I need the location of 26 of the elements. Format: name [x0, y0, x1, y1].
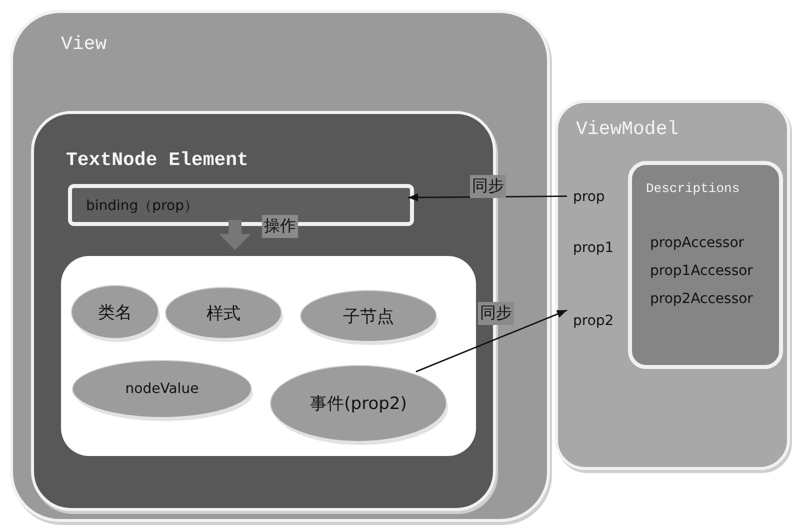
node-label: 事件(prop2) — [310, 393, 407, 415]
content-box — [61, 256, 476, 456]
node-label: 样式 — [206, 302, 240, 324]
node-label: 类名 — [98, 302, 132, 324]
arrow — [408, 193, 567, 202]
panel-title: Descriptions — [646, 181, 740, 196]
descriptions-panel — [628, 161, 783, 369]
accessor-label: prop1Accessor — [650, 263, 753, 279]
panel-title: TextNode Element — [66, 149, 248, 171]
arrow — [416, 310, 568, 372]
edge-label: 同步 — [478, 302, 514, 325]
panel-title: View — [61, 33, 107, 55]
accessor-label: propAccessor — [650, 235, 744, 251]
view-panel — [10, 10, 550, 522]
block-arrow — [219, 220, 251, 250]
property-label: prop1 — [573, 240, 614, 256]
viewmodel-panel — [555, 100, 790, 470]
edge-label: 操作 — [262, 215, 298, 238]
binding-label: binding（prop） — [86, 197, 198, 215]
node-label: nodeValue — [125, 381, 199, 397]
accessor-label: prop2Accessor — [650, 291, 753, 307]
panel-title: ViewModel — [576, 118, 679, 140]
property-label: prop2 — [573, 313, 795, 333]
edge-label: 同步 — [470, 175, 506, 198]
oval-node — [72, 286, 158, 338]
node-label: 子节点 — [343, 306, 394, 328]
